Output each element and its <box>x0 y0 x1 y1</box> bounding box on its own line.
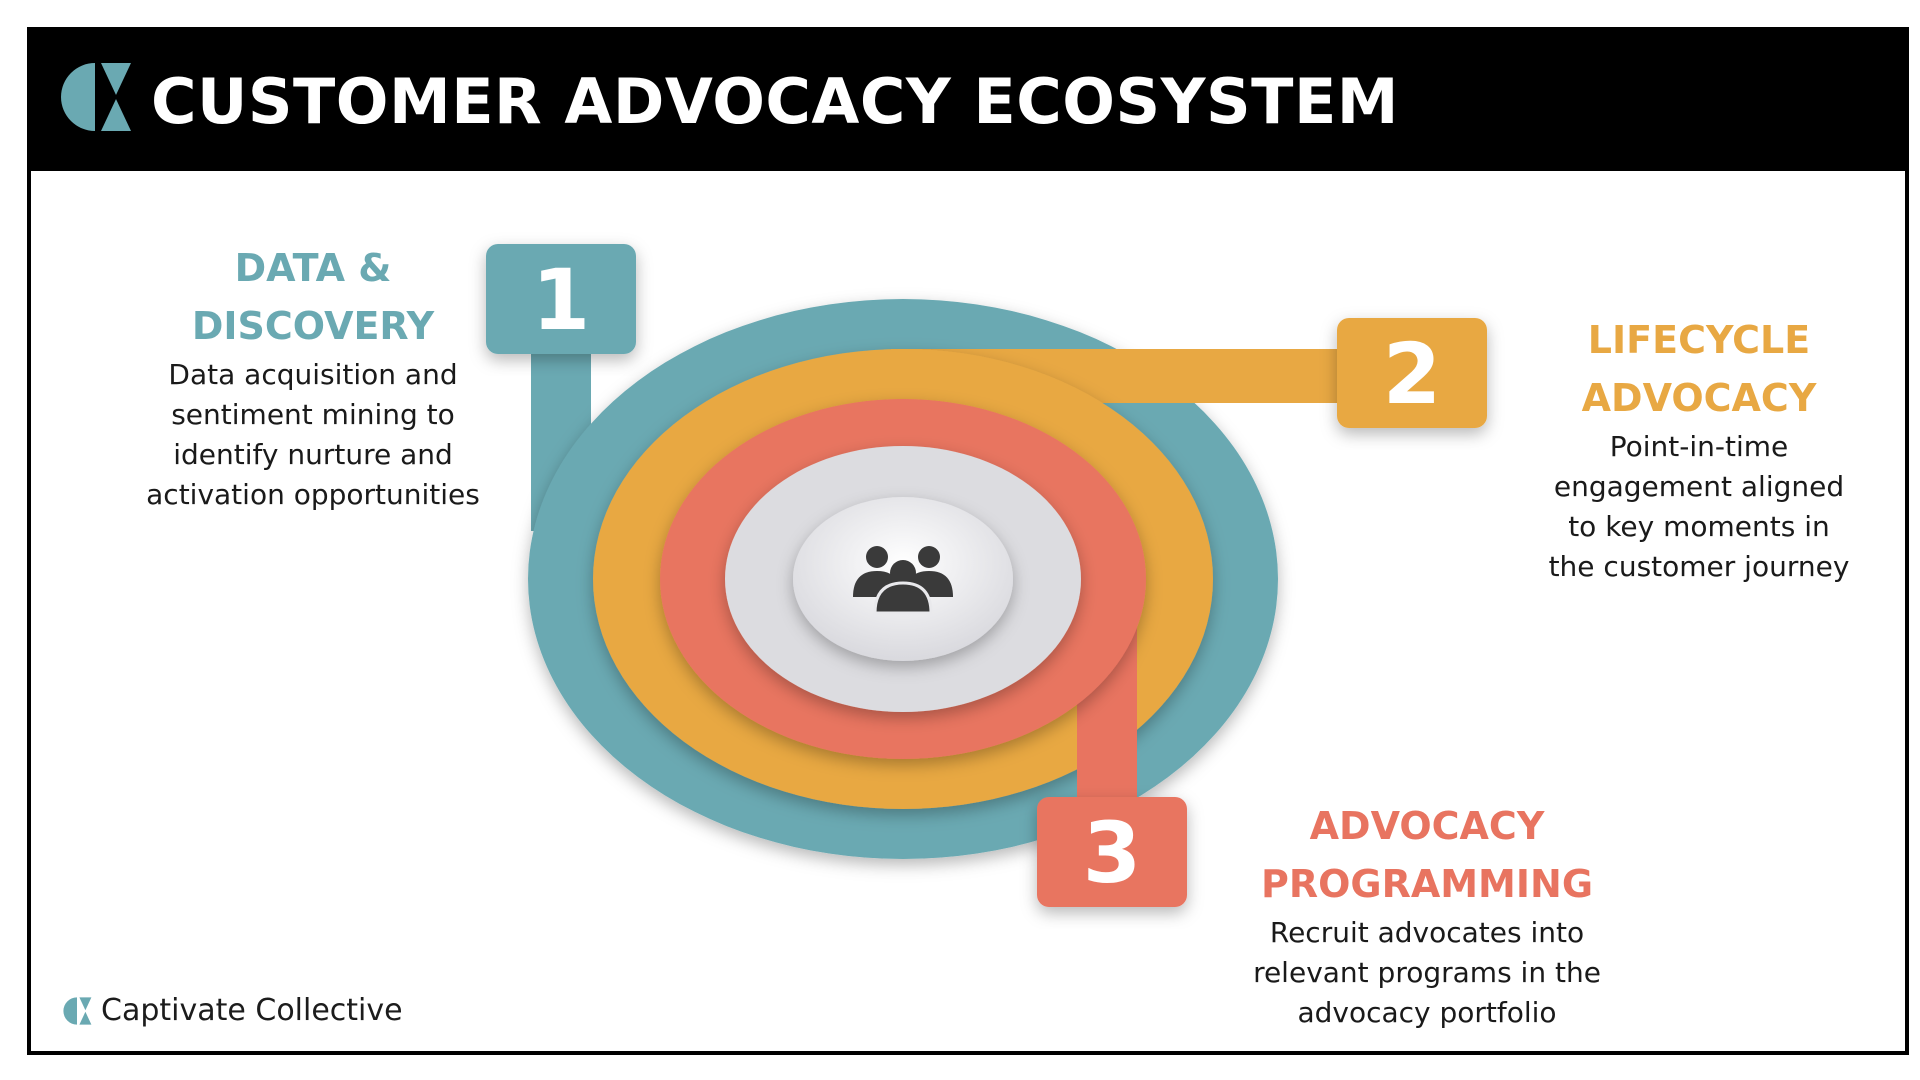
step-1-desc-line: Data acquisition and <box>168 358 458 391</box>
step-2-description: Point-in-time engagement aligned to key … <box>1499 427 1899 587</box>
step-1-box <box>486 244 636 354</box>
header-bar: CUSTOMER ADVOCACY ECOSYSTEM <box>31 31 1905 171</box>
step-3-description: Recruit advocates into relevant programs… <box>1207 913 1647 1033</box>
step-3-desc-line: advocacy portfolio <box>1297 996 1557 1029</box>
step-3-number: 3 <box>1083 804 1141 902</box>
step-3-box <box>1037 797 1187 907</box>
step-1-number: 1 <box>532 251 590 349</box>
step-2-title: LIFECYCLE ADVOCACY <box>1499 311 1899 427</box>
step-1-title-line: DISCOVERY <box>191 304 435 348</box>
step-2-desc-line: to key moments in <box>1568 510 1830 543</box>
captivate-logo-icon <box>61 63 131 131</box>
step-1-desc-line: activation opportunities <box>146 478 480 511</box>
step-3-desc-line: relevant programs in the <box>1253 956 1601 989</box>
step-1-description: Data acquisition and sentiment mining to… <box>113 355 513 515</box>
ecosystem-diagram: 1 2 3 <box>486 244 1487 907</box>
step-2-desc-line: Point-in-time <box>1609 430 1789 463</box>
step-2-number: 2 <box>1383 325 1441 423</box>
people-group-icon <box>853 546 953 615</box>
page-title: CUSTOMER ADVOCACY ECOSYSTEM <box>151 65 1399 138</box>
step-2-box <box>1337 318 1487 428</box>
step-2-desc-line: engagement aligned <box>1553 470 1845 503</box>
step-2-title-line: ADVOCACY <box>1581 376 1817 420</box>
slide-frame: CUSTOMER ADVOCACY ECOSYSTEM <box>27 27 1909 1055</box>
step-3-desc-line: Recruit advocates into <box>1269 916 1585 949</box>
step-1-title-line: DATA & <box>234 246 392 290</box>
step-2-desc-line: the customer journey <box>1548 550 1850 583</box>
step-3-title: ADVOCACY PROGRAMMING <box>1207 797 1647 913</box>
step-3-title-line: ADVOCACY <box>1309 804 1545 848</box>
step-3-title-line: PROGRAMMING <box>1260 862 1594 906</box>
step-2-title-line: LIFECYCLE <box>1587 318 1811 362</box>
brand-name: Captivate Collective <box>101 993 403 1028</box>
step-1-title: DATA & DISCOVERY <box>113 239 513 355</box>
step-1-desc-line: identify nurture and <box>173 438 453 471</box>
captivate-small-logo-icon <box>63 997 92 1025</box>
step-1-desc-line: sentiment mining to <box>171 398 455 431</box>
